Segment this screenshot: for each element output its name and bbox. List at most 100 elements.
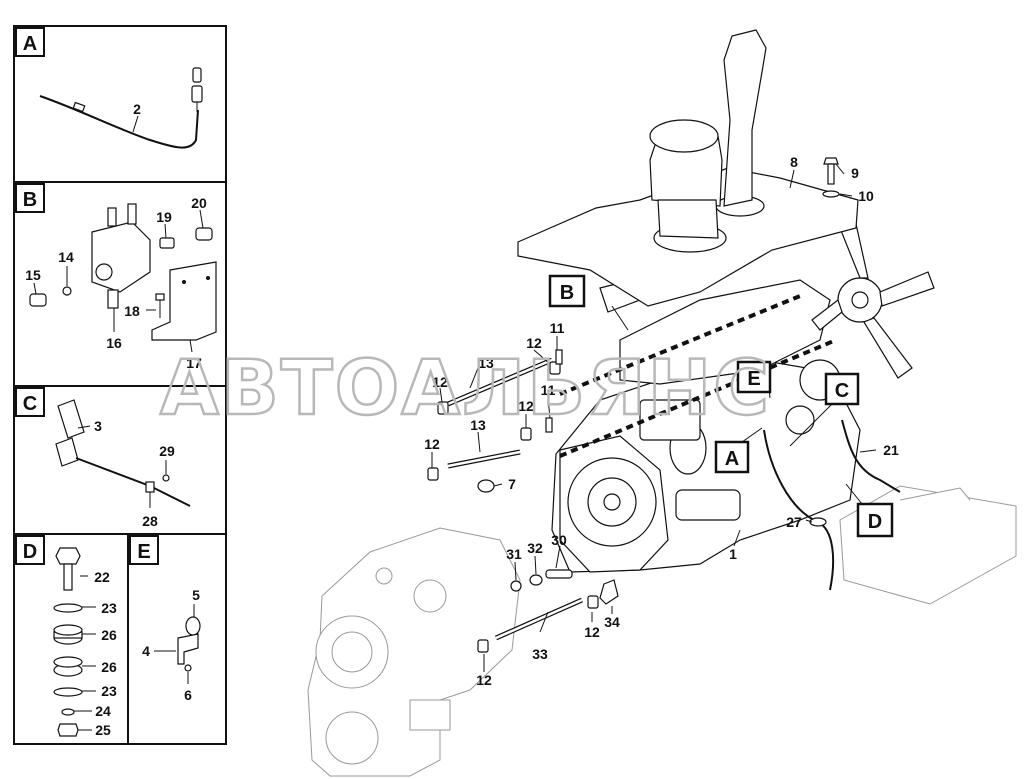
label-24: 24 xyxy=(95,703,111,719)
label-34: 34 xyxy=(604,614,620,630)
label-13b: 13 xyxy=(470,417,486,433)
starter xyxy=(675,489,741,521)
label-4: 4 xyxy=(142,643,150,659)
washer-24 xyxy=(61,708,75,716)
label-19: 19 xyxy=(156,209,172,225)
bracket-17 xyxy=(151,261,217,341)
panel-a: A 2 xyxy=(13,25,227,183)
cable-end-fitting xyxy=(191,85,203,103)
fitting-19 xyxy=(159,237,175,249)
washer-23-top xyxy=(53,603,83,613)
label-10: 10 xyxy=(858,188,874,204)
bolt-9-shank xyxy=(827,163,835,185)
bolt-9 xyxy=(823,157,839,165)
pipe-30 xyxy=(545,569,573,579)
label-12e: 12 xyxy=(584,624,600,640)
valve-outlet xyxy=(107,289,119,309)
label-20: 20 xyxy=(191,195,207,211)
fitting-11-b xyxy=(545,417,553,433)
washer-32 xyxy=(529,574,543,586)
hose-route-lower xyxy=(559,338,837,458)
transmission xyxy=(307,527,521,777)
label-23a: 23 xyxy=(101,600,117,616)
main-leaders xyxy=(431,163,877,672)
nut-25 xyxy=(57,723,79,737)
label-33: 33 xyxy=(532,646,548,662)
main-callouts: B E C A D xyxy=(548,274,894,538)
bolt-18 xyxy=(155,293,165,301)
callout-b: B xyxy=(560,282,574,304)
label-17: 17 xyxy=(186,355,202,371)
label-31: 31 xyxy=(506,546,522,562)
label-18: 18 xyxy=(124,303,140,319)
label-14: 14 xyxy=(58,249,74,265)
label-6: 6 xyxy=(184,687,192,703)
loose-hardware xyxy=(427,349,619,653)
exhaust-pipe xyxy=(723,29,767,207)
label-11a: 11 xyxy=(550,320,565,336)
label-21: 21 xyxy=(883,442,899,458)
washer-14 xyxy=(62,286,72,296)
bracket-4 xyxy=(177,633,199,665)
label-32: 32 xyxy=(527,540,543,556)
bolt-22-shank xyxy=(63,563,73,591)
callout-e: E xyxy=(747,368,760,390)
clamp-7 xyxy=(477,479,495,493)
panel-c-letter: C xyxy=(23,393,37,415)
fitting-12-c xyxy=(549,361,561,375)
cable-sleeve xyxy=(72,101,86,113)
callout-c: C xyxy=(835,380,849,402)
pin-29 xyxy=(162,474,170,482)
watermark: АВТОАЛЬЯНС xyxy=(160,343,771,432)
label-8: 8 xyxy=(790,154,798,170)
label-23b: 23 xyxy=(101,683,117,699)
label-12d: 12 xyxy=(424,436,440,452)
fitting-12-f xyxy=(587,595,599,609)
cable-end-fitting-top xyxy=(192,67,202,83)
fitting-15 xyxy=(29,293,47,307)
mount-26-top-lid xyxy=(53,624,83,636)
label-12b: 12 xyxy=(432,374,448,390)
label-27: 27 xyxy=(786,514,802,530)
callout-a: A xyxy=(725,448,739,470)
main-labels: 8 9 10 11 12 13 12 11 12 12 13 7 21 27 1… xyxy=(424,154,899,688)
label-29: 29 xyxy=(159,443,175,459)
valve-stem-left xyxy=(107,207,117,227)
washer-10 xyxy=(822,190,840,198)
mount-26-bottom-lid xyxy=(53,656,83,668)
callout-d: D xyxy=(868,511,882,533)
panel-a-letter: A xyxy=(23,33,37,55)
washer-23-bottom xyxy=(53,687,83,697)
cooling-fan xyxy=(811,223,935,379)
label-3: 3 xyxy=(94,418,102,434)
panel-d-letter: D xyxy=(23,541,37,563)
hose-route-upper xyxy=(559,294,801,396)
valve-port xyxy=(95,263,113,281)
bolt-6 xyxy=(184,664,192,672)
label-11b: 11 xyxy=(541,382,556,398)
label-1: 1 xyxy=(729,546,737,562)
label-30: 30 xyxy=(551,532,567,548)
cable-21 xyxy=(841,419,901,493)
label-26a: 26 xyxy=(101,627,117,643)
fitting-12-b xyxy=(427,467,439,481)
label-12f: 12 xyxy=(476,672,492,688)
panel-d: D 22 23 26 26 23 24 25 xyxy=(13,533,129,745)
label-25: 25 xyxy=(95,722,111,738)
label-12a: 12 xyxy=(526,335,542,351)
label-2: 2 xyxy=(133,101,141,117)
label-12c: 12 xyxy=(518,398,534,414)
label-9: 9 xyxy=(851,165,859,181)
panel-c: C 3 29 28 xyxy=(13,385,227,535)
label-7: 7 xyxy=(508,476,516,492)
label-5: 5 xyxy=(192,587,200,603)
label-15: 15 xyxy=(25,267,41,283)
fitting-20 xyxy=(195,227,213,241)
fitting-12-e xyxy=(477,639,489,653)
label-16: 16 xyxy=(106,335,122,351)
clip-28 xyxy=(145,481,155,493)
fitting-12-a xyxy=(437,401,449,415)
bolt-22-head xyxy=(55,547,81,565)
pedal-mount xyxy=(55,437,79,467)
